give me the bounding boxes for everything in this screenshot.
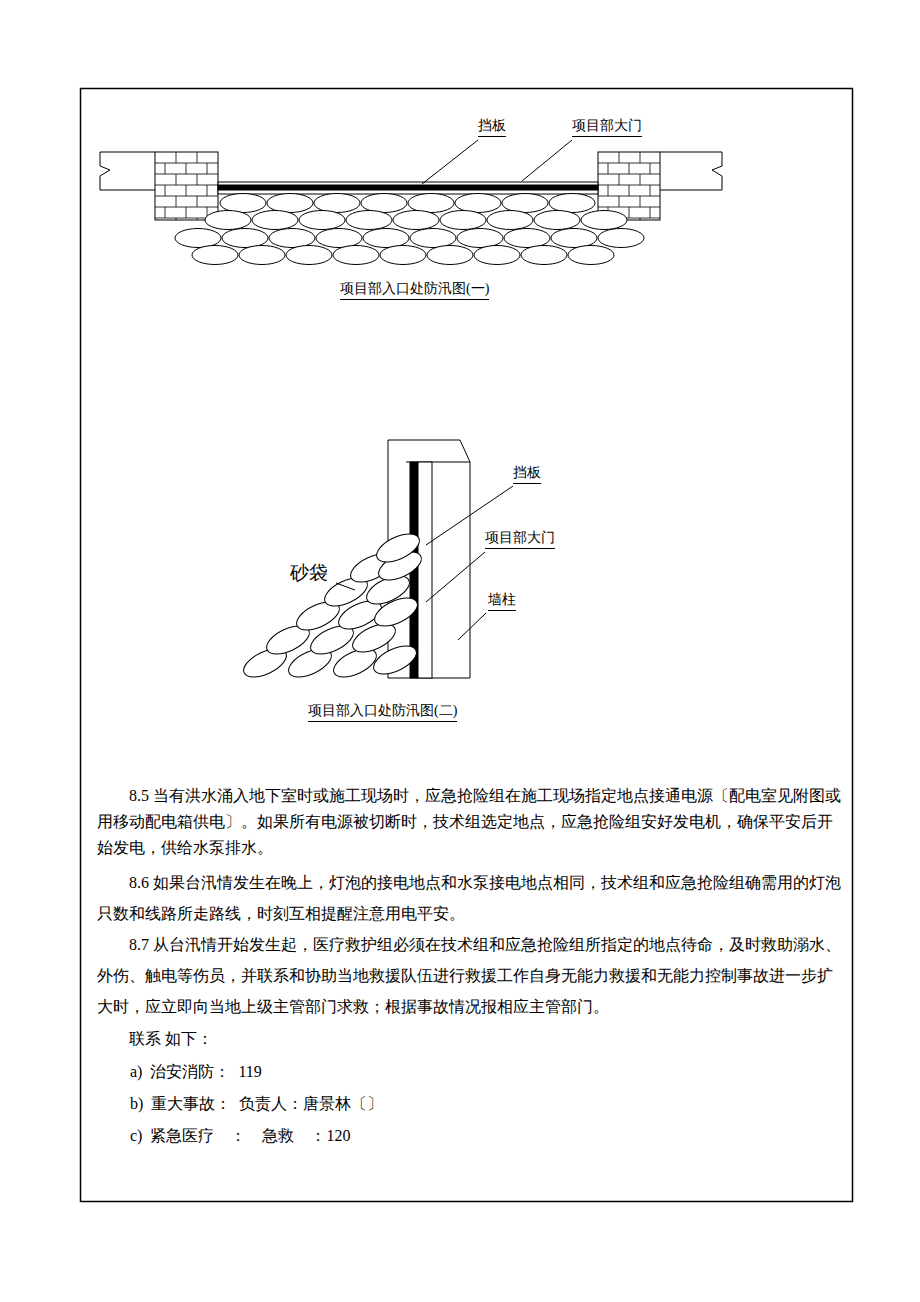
brick-line bbox=[186, 163, 187, 174]
sandbag bbox=[455, 194, 501, 213]
sandbag bbox=[502, 194, 548, 213]
brick-line bbox=[197, 152, 198, 163]
brick-line bbox=[165, 207, 166, 218]
sandbag bbox=[220, 194, 266, 213]
brick-line bbox=[176, 196, 177, 207]
brick-line bbox=[650, 207, 651, 218]
part-label: 挡板 bbox=[513, 465, 541, 484]
brick-line bbox=[155, 207, 218, 208]
part-label: 挡板 bbox=[478, 118, 506, 137]
brick-line bbox=[197, 174, 198, 185]
brick-line bbox=[640, 152, 641, 163]
brick-line bbox=[640, 196, 641, 207]
sandbag bbox=[474, 246, 520, 265]
brick-line bbox=[629, 185, 630, 196]
sandbag bbox=[568, 246, 614, 265]
sandbag bbox=[457, 229, 503, 248]
sandbag bbox=[314, 194, 360, 213]
sandbag bbox=[346, 211, 392, 230]
brick-line bbox=[619, 174, 620, 185]
body-text: 8.5 当有洪水涌入地下室时或施工现场时，应急抢险组在施工现场指定地点接通电源〔… bbox=[97, 783, 845, 1152]
list-item: c) 紧急医疗 ： 急救 ：120 bbox=[97, 1120, 845, 1152]
sandbag bbox=[427, 246, 473, 265]
brick-line bbox=[197, 196, 198, 207]
brick-line bbox=[155, 185, 218, 186]
sandbag bbox=[361, 194, 407, 213]
sandbag bbox=[175, 229, 221, 248]
brick-line bbox=[176, 152, 177, 163]
brick-line bbox=[650, 185, 651, 196]
sandbag bbox=[269, 229, 315, 248]
part-label: 项目部大门 bbox=[572, 118, 642, 137]
sandbag bbox=[380, 246, 426, 265]
brick-line bbox=[197, 218, 198, 220]
brick-line bbox=[165, 185, 166, 196]
brick-line bbox=[165, 163, 166, 174]
brick-line bbox=[186, 207, 187, 218]
brick-line bbox=[608, 185, 609, 196]
brick-line bbox=[640, 218, 641, 220]
sandbag bbox=[267, 194, 313, 213]
sandbag bbox=[393, 211, 439, 230]
part-label: 砂袋 bbox=[290, 562, 328, 585]
sandbag bbox=[363, 229, 409, 248]
sandbag bbox=[521, 246, 567, 265]
brick-line bbox=[640, 174, 641, 185]
brick-line bbox=[207, 185, 208, 196]
brick-line bbox=[155, 163, 218, 164]
brick-line bbox=[650, 163, 651, 174]
paragraph: 8.7 从台汛情开始发生起，医疗救护组必须在技术组和应急抢险组所指定的地点待命，… bbox=[97, 929, 845, 1022]
paragraph: 8.5 当有洪水涌入地下室时或施工现场时，应急抢险组在施工现场指定地点接通电源〔… bbox=[97, 783, 845, 861]
part-label: 墙柱 bbox=[488, 592, 516, 611]
sandbag bbox=[316, 229, 362, 248]
sandbag bbox=[192, 246, 238, 265]
sandbag bbox=[504, 229, 550, 248]
brick-line bbox=[619, 196, 620, 207]
brick-line bbox=[155, 196, 218, 197]
brick-line bbox=[608, 163, 609, 174]
paragraph: 联系 如下： bbox=[97, 1022, 845, 1056]
brick-line bbox=[629, 207, 630, 218]
sandbag bbox=[299, 211, 345, 230]
brick-line bbox=[186, 185, 187, 196]
sandbag bbox=[549, 194, 595, 213]
list-item: a) 治安消防： 119 bbox=[97, 1056, 845, 1088]
sandbag bbox=[487, 211, 533, 230]
sandbag bbox=[373, 528, 424, 567]
sandbag bbox=[408, 194, 454, 213]
sandbag bbox=[333, 246, 379, 265]
sandbag bbox=[252, 211, 298, 230]
sandbag bbox=[534, 211, 580, 230]
brick-line bbox=[176, 174, 177, 185]
sandbag bbox=[551, 229, 597, 248]
brick-line bbox=[176, 218, 177, 220]
sandbag bbox=[598, 229, 644, 248]
page-frame bbox=[81, 89, 853, 1202]
sandbag bbox=[222, 229, 268, 248]
list-item: b) 重大事故： 负责人：唐景林〔〕 bbox=[97, 1088, 845, 1120]
brick-line bbox=[619, 152, 620, 163]
part-label: 项目部大门 bbox=[485, 530, 555, 549]
entrance-plan bbox=[100, 140, 722, 265]
sandbag bbox=[239, 246, 285, 265]
sandbag bbox=[410, 229, 456, 248]
sandbag bbox=[286, 246, 332, 265]
sandbag bbox=[440, 211, 486, 230]
sandbag bbox=[205, 211, 251, 230]
brick-line bbox=[629, 163, 630, 174]
figure-caption: 项目部入口处防汛图(二) bbox=[308, 703, 457, 722]
entrance-section bbox=[240, 440, 513, 683]
sandbag bbox=[581, 211, 627, 230]
paragraph: 8.6 如果台汛情发生在晚上，灯泡的接电地点和水泵接电地点相同，技术组和应急抢险… bbox=[97, 867, 845, 929]
brick-line bbox=[207, 163, 208, 174]
brick-line bbox=[155, 174, 218, 175]
figure-caption: 项目部入口处防汛图(一) bbox=[340, 281, 489, 300]
